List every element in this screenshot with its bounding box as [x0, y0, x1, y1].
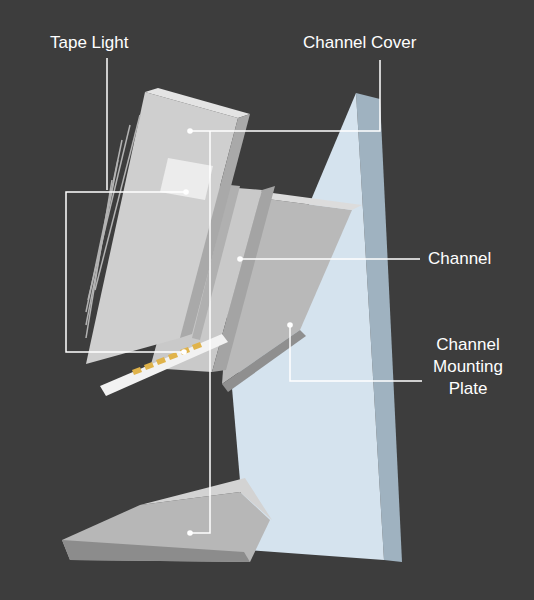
- part-label: Tape Light: [50, 32, 128, 54]
- part-label: Channel Cover: [303, 32, 416, 54]
- bottom-cover-top: [140, 478, 272, 520]
- tape-piece: [160, 158, 213, 200]
- leader-lines: [66, 58, 422, 533]
- cover-ribs: [86, 115, 140, 338]
- bottom-cover-edge: [62, 540, 250, 562]
- leader-dots: [181, 128, 293, 536]
- tape-light-strip: [100, 334, 228, 396]
- part-label: Channel: [428, 248, 491, 270]
- cover-top: [145, 88, 250, 118]
- rail-lip: [222, 330, 306, 392]
- part-label: Channel Mounting Plate: [418, 334, 518, 400]
- cover-side: [180, 114, 250, 338]
- bottom-channel-cover: [62, 492, 270, 562]
- led-chips: [132, 342, 202, 375]
